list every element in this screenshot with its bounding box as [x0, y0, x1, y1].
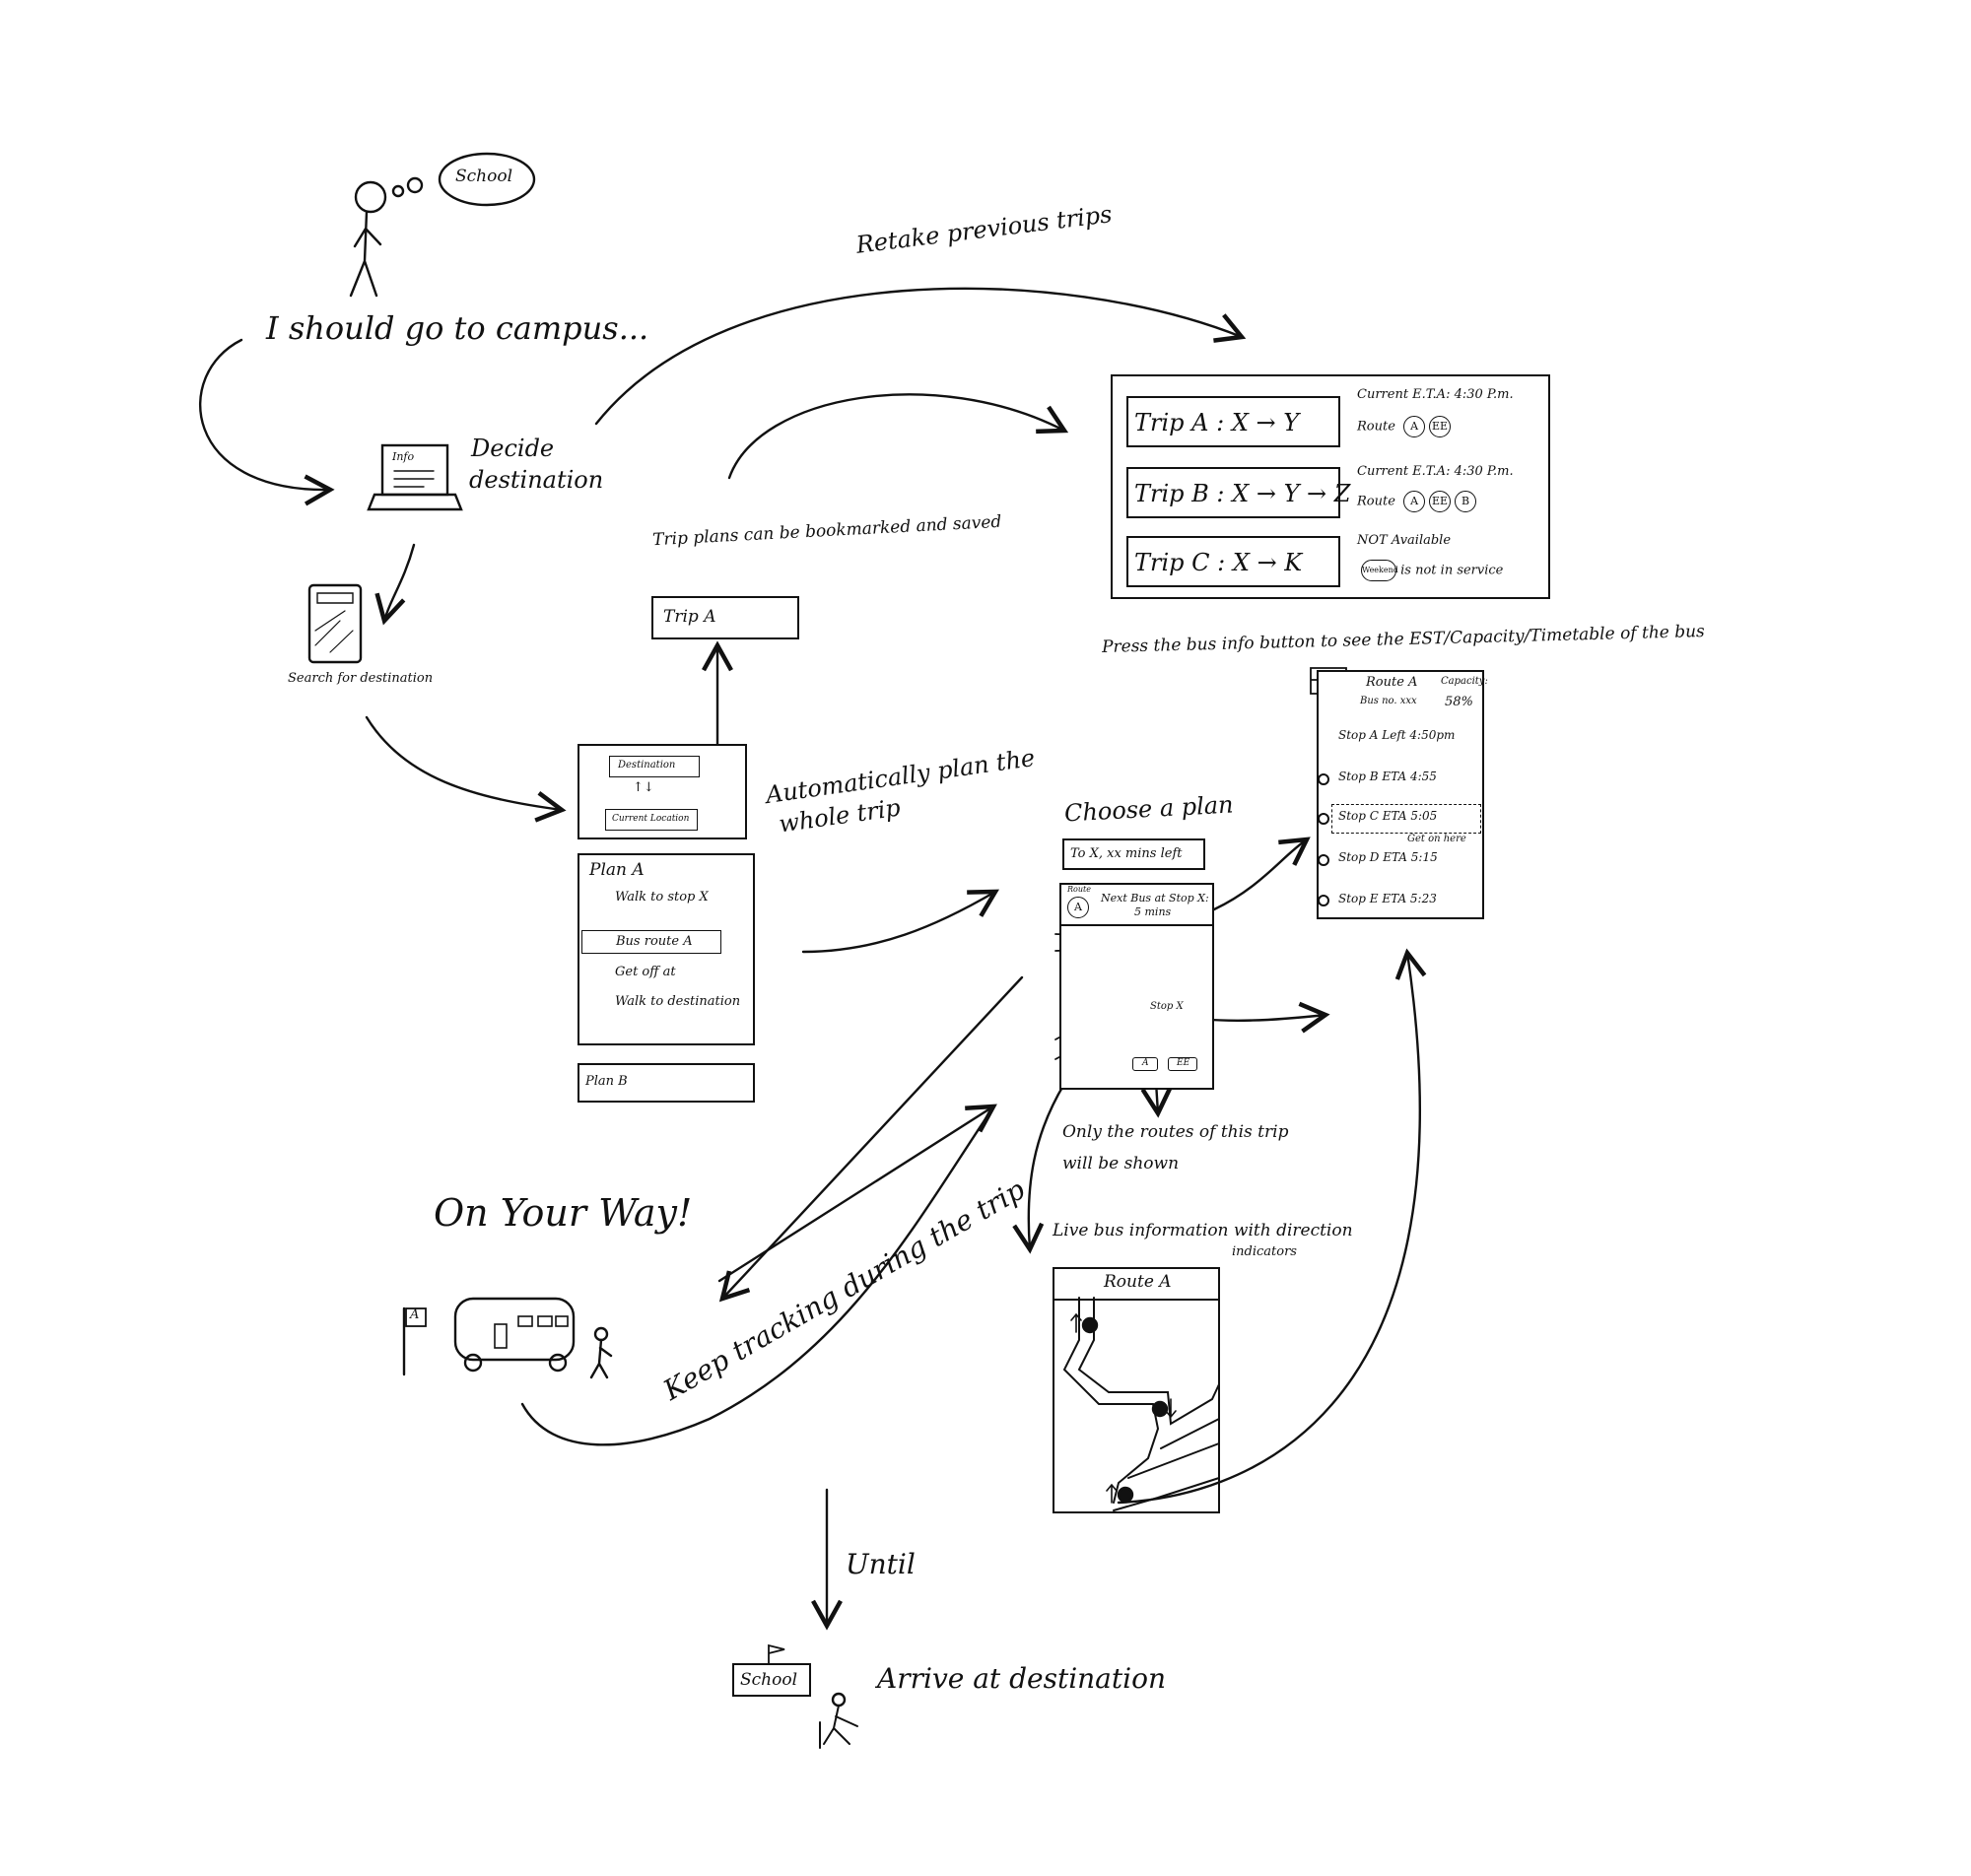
destination-input[interactable]: Destination — [609, 756, 700, 777]
stop-marker — [1318, 895, 1329, 906]
route-stop: Stop D ETA 5:15 — [1338, 850, 1438, 864]
trip-c-status: NOT Available — [1357, 533, 1452, 548]
route-detail-card: Route A Bus no. xxx Capacity: 58% Stop A… — [1317, 670, 1488, 919]
live-map-header — [1054, 1269, 1218, 1301]
next-bus-mins: 5 mins — [1134, 905, 1172, 918]
route-stop: Stop B ETA 4:55 — [1338, 770, 1437, 783]
decide-caption-2: destination — [469, 466, 604, 494]
stop-marker — [1318, 813, 1329, 825]
get-on-note: Get on here — [1407, 834, 1466, 844]
intro-text: I should go to campus... — [266, 309, 649, 347]
route-capacity-label: Capacity: — [1441, 676, 1488, 687]
until-label: Until — [846, 1548, 916, 1580]
destination-label: Destination — [618, 760, 676, 770]
route-badge[interactable]: Weekend — [1361, 560, 1398, 581]
route-prefix: Route — [1357, 494, 1395, 509]
saved-trip-b[interactable]: Trip B : X → Y → Z — [1126, 467, 1350, 518]
trip-planner-box: Destination ↑↓ Current Location — [578, 744, 747, 839]
route-chip-label: EE — [1177, 1058, 1190, 1068]
live-map-card: Route A — [1053, 1267, 1220, 1513]
current-location-label: Current Location — [612, 814, 690, 824]
thought-bubble-text: School — [455, 167, 513, 186]
saved-trip-label: Trip C : X → K — [1134, 549, 1303, 576]
laptop-screen-label: Info — [392, 450, 415, 463]
search-caption: Search for destination — [288, 671, 434, 686]
route-capacity-value: 58% — [1445, 695, 1473, 709]
route-stop: Stop E ETA 5:23 — [1338, 892, 1437, 905]
route-badge[interactable]: A — [1403, 416, 1426, 437]
choose-plan-phone: Route A Next Bus at Stop X: 5 mins Stop … — [1059, 883, 1214, 1090]
stop-x-label[interactable]: Stop X — [1150, 1001, 1184, 1012]
plan-a-bus-step[interactable]: Bus route A — [581, 930, 721, 954]
trip-b-status: Current E.T.A: 4:30 P.m. — [1357, 464, 1514, 479]
person-head — [354, 180, 387, 214]
saved-trip-a[interactable]: Trip A : X → Y — [1126, 396, 1340, 447]
arrive-caption: Arrive at destination — [877, 1662, 1166, 1695]
next-bus-banner[interactable] — [1061, 885, 1212, 926]
boarding-stop-highlight[interactable] — [1331, 804, 1481, 834]
stop-marker — [1318, 773, 1329, 785]
trip-header-text: To X, xx mins left — [1070, 846, 1183, 861]
route-letter-badge[interactable]: A — [1067, 897, 1089, 918]
plan-a-step: Walk to stop X — [615, 890, 709, 904]
route-prefix: Route — [1357, 419, 1395, 435]
live-caption-1: Live bus information with direction — [1053, 1221, 1353, 1240]
trip-c-routes: Weekend is not in service — [1357, 560, 1503, 581]
saved-trips-panel: Trip A : X → Y Trip B : X → Y → Z Trip C… — [1111, 374, 1550, 599]
current-location-input[interactable]: Current Location — [605, 809, 698, 831]
trip-header: To X, xx mins left — [1062, 838, 1205, 870]
route-tag: Route — [1067, 885, 1091, 894]
plan-a-title: Plan A — [589, 860, 645, 880]
school-sign-text: School — [740, 1670, 798, 1690]
plan-a-card[interactable]: Plan A Walk to stop X Bus route A Get of… — [578, 853, 755, 1045]
route-stop: Stop A Left 4:50pm — [1338, 728, 1456, 742]
bus-stop-sign: A — [410, 1307, 420, 1322]
plan-a-step: Walk to destination — [615, 994, 741, 1009]
saved-trip-label: Trip A : X → Y — [1134, 409, 1300, 436]
plan-a-step: Get off at — [615, 965, 676, 979]
route-chip[interactable]: EE — [1168, 1057, 1197, 1071]
stop-marker — [1318, 854, 1329, 866]
route-badge[interactable]: B — [1455, 491, 1477, 512]
routes-note-1: Only the routes of this trip — [1062, 1122, 1289, 1142]
route-stop: Stop C ETA 5:05 — [1338, 809, 1438, 823]
routes-note-2: will be shown — [1062, 1154, 1180, 1173]
route-title: Route A — [1366, 675, 1418, 690]
trip-a-status: Current E.T.A: 4:30 P.m. — [1357, 387, 1514, 402]
next-bus-text: Next Bus at Stop X: — [1101, 892, 1209, 904]
plan-b-card[interactable]: Plan B — [578, 1063, 755, 1103]
decide-caption-1: Decide — [471, 435, 555, 462]
route-badge[interactable]: EE — [1429, 491, 1452, 512]
on-your-way-heading: On Your Way! — [434, 1191, 693, 1235]
thought-bubble-outline — [438, 152, 536, 207]
school-sign: School — [732, 1663, 811, 1697]
live-caption-2: indicators — [1232, 1244, 1297, 1259]
route-badge[interactable]: A — [1403, 491, 1426, 512]
route-chip[interactable]: A — [1132, 1057, 1158, 1071]
bookmark-card-label: Trip A — [663, 607, 716, 627]
plan-b-title: Plan B — [585, 1074, 628, 1089]
route-chip-label: A — [1142, 1058, 1149, 1068]
live-map-title: Route A — [1104, 1272, 1172, 1292]
swap-icon[interactable]: ↑↓ — [633, 780, 654, 795]
saved-trip-c[interactable]: Trip C : X → K — [1126, 536, 1340, 587]
saved-trip-label: Trip B : X → Y → Z — [1134, 480, 1351, 507]
trip-c-suffix: is not in service — [1400, 563, 1504, 578]
route-bus-no: Bus no. xxx — [1360, 696, 1417, 706]
bookmark-card[interactable]: Trip A — [651, 596, 799, 639]
route-badge[interactable]: EE — [1429, 416, 1452, 437]
bus-route-label: Bus route A — [616, 934, 693, 949]
